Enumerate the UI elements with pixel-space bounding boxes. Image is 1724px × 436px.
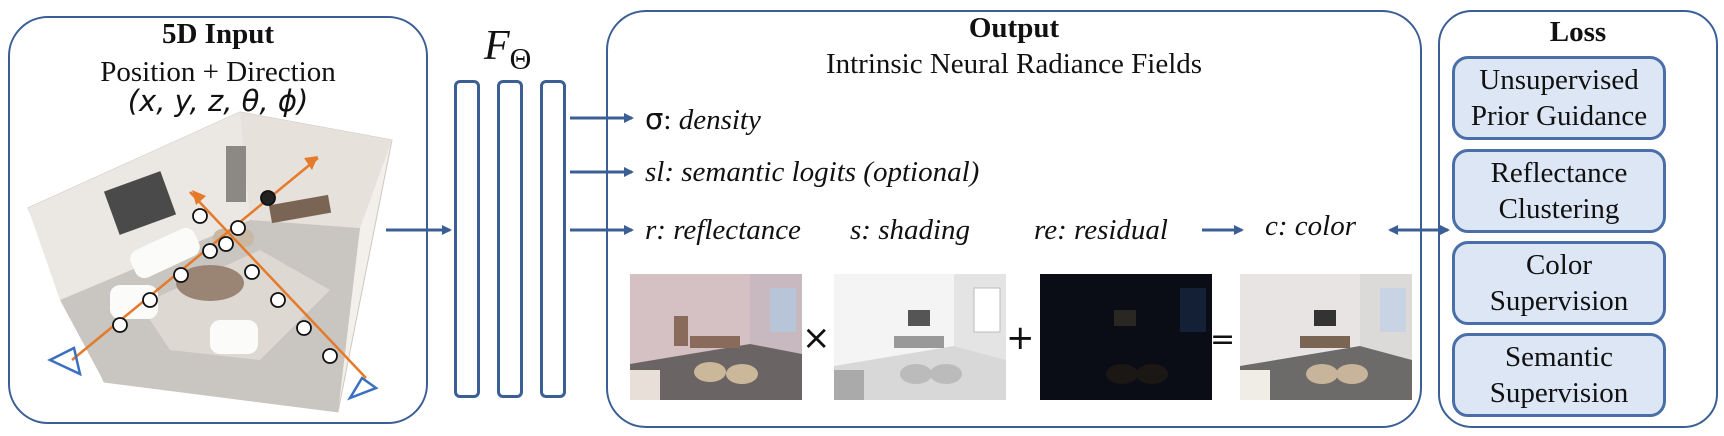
mlp-layer-1 — [454, 80, 480, 398]
shading-label: s: shading — [850, 214, 970, 247]
color-label: c: color — [1265, 210, 1356, 243]
shading-image — [834, 274, 1006, 400]
loss-item-line2: Prior Guidance — [1471, 100, 1647, 132]
residual-label: re: residual — [1034, 214, 1168, 247]
mlp-layer-3 — [540, 80, 566, 398]
residual-image — [1040, 274, 1212, 400]
density-sep: : — [663, 104, 678, 136]
semantic-logits-label: sl: semantic logits (optional) — [645, 156, 979, 189]
network-subscript: Θ — [510, 42, 532, 75]
loss-item-line1: Unsupervised — [1479, 64, 1638, 96]
plus-operator: + — [1006, 318, 1035, 358]
network-label: FΘ — [484, 22, 531, 76]
density-label: σ: density — [645, 102, 761, 137]
color-image — [1240, 274, 1412, 400]
output-subtitle: Intrinsic Neural Radiance Fields — [606, 48, 1422, 81]
reflectance-image — [630, 274, 802, 400]
loss-item-line1: Semantic — [1505, 341, 1613, 373]
density-word: density — [679, 104, 761, 136]
loss-item-line2: Clustering — [1499, 193, 1620, 225]
input-coords: (x, y, z, θ, ϕ) — [8, 84, 428, 118]
equals-operator: = — [1210, 322, 1235, 357]
times-operator: × — [802, 318, 831, 358]
loss-item-line1: Color — [1526, 249, 1592, 281]
loss-item-line2: Supervision — [1490, 285, 1629, 317]
mlp-layer-2 — [497, 80, 523, 398]
loss-item-line2: Supervision — [1490, 377, 1629, 409]
network-f: F — [484, 23, 510, 69]
reflectance-label: r: reflectance — [645, 214, 801, 247]
input-title: 5D Input — [8, 18, 428, 51]
loss-item-line1: Reflectance — [1491, 157, 1628, 189]
loss-title: Loss — [1438, 16, 1718, 49]
output-title: Output — [606, 12, 1422, 45]
density-symbol: σ — [645, 102, 663, 136]
